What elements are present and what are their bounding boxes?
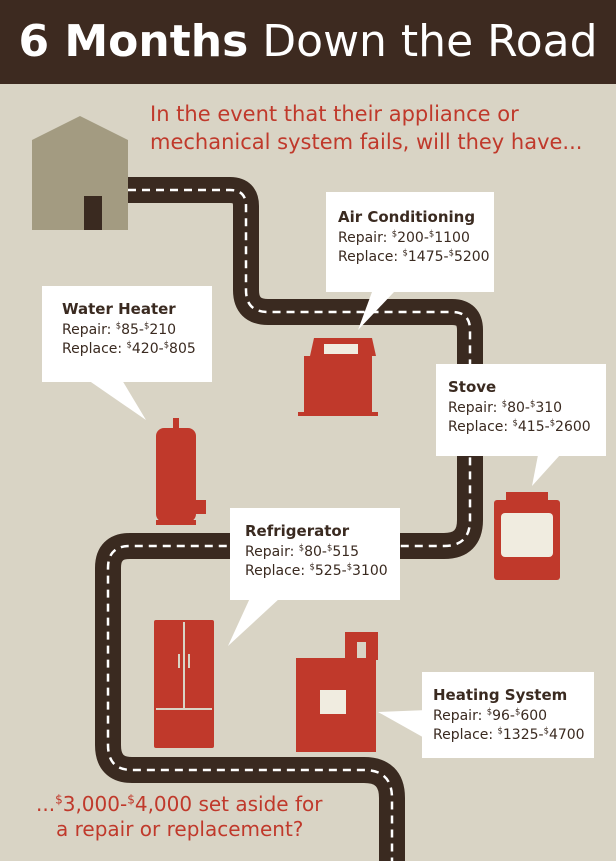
refrigerator-title: Refrigerator — [245, 522, 350, 540]
intro-text: In the event that their appliance or mec… — [150, 100, 590, 156]
callout-stove: Stove Repair: $80-$310 Replace: $415-$26… — [436, 364, 606, 456]
furnace-icon — [296, 632, 378, 752]
ac-callout-pointer — [358, 292, 394, 330]
heating-replace: Replace: $1325-$4700 — [433, 725, 585, 743]
heating-callout-pointer — [378, 710, 428, 740]
water-heater-icon — [156, 418, 206, 525]
refrigerator-replace: Replace: $525-$3100 — [245, 561, 388, 579]
refrigerator-callout-pointer — [228, 598, 280, 646]
stove-repair: Repair: $80-$310 — [448, 398, 563, 416]
callout-heating-system: Heating System Repair: $96-$600 Replace:… — [422, 672, 594, 758]
refrigerator-icon — [154, 620, 214, 748]
title-rest: Down the Road — [248, 16, 598, 67]
water-heater-replace: Replace: $420-$805 — [62, 339, 196, 357]
callout-water-heater: Water Heater Repair: $85-$210 Replace: $… — [42, 286, 212, 382]
ac-replace: Replace: $1475-$5200 — [338, 247, 490, 265]
callout-refrigerator: Refrigerator Repair: $80-$515 Replace: $… — [230, 508, 400, 600]
intro-line-2: mechanical system fails, will they have.… — [150, 130, 583, 154]
stove-title: Stove — [448, 378, 497, 396]
stove-icon — [494, 492, 560, 580]
heating-title: Heating System — [433, 686, 568, 704]
header-banner: 6 Months Down the Road — [0, 0, 616, 84]
refrigerator-repair: Repair: $80-$515 — [245, 542, 360, 560]
stove-replace: Replace: $415-$2600 — [448, 417, 591, 435]
intro-line-1: In the event that their appliance or — [150, 102, 519, 126]
outro-text: ...$3,000-$4,000 set aside for a repair … — [36, 792, 396, 842]
heating-repair: Repair: $96-$600 — [433, 706, 548, 724]
water-heater-title: Water Heater — [62, 300, 176, 318]
page-title: 6 Months Down the Road — [0, 14, 616, 70]
stove-callout-pointer — [532, 455, 560, 486]
title-bold: 6 Months — [18, 16, 249, 67]
outro-line-2: a repair or replacement? — [56, 817, 304, 841]
water-heater-repair: Repair: $85-$210 — [62, 320, 177, 338]
water-heater-callout-pointer — [88, 380, 146, 420]
outro-line-1: ...$3,000-$4,000 set aside for — [36, 792, 323, 816]
callout-air-conditioning: Air Conditioning Repair: $200-$1100 Repl… — [326, 192, 494, 292]
ac-repair: Repair: $200-$1100 — [338, 228, 470, 246]
road-center-line — [106, 188, 472, 861]
ac-title: Air Conditioning — [338, 208, 476, 226]
house-icon — [32, 116, 128, 230]
air-conditioner-icon — [298, 338, 378, 416]
